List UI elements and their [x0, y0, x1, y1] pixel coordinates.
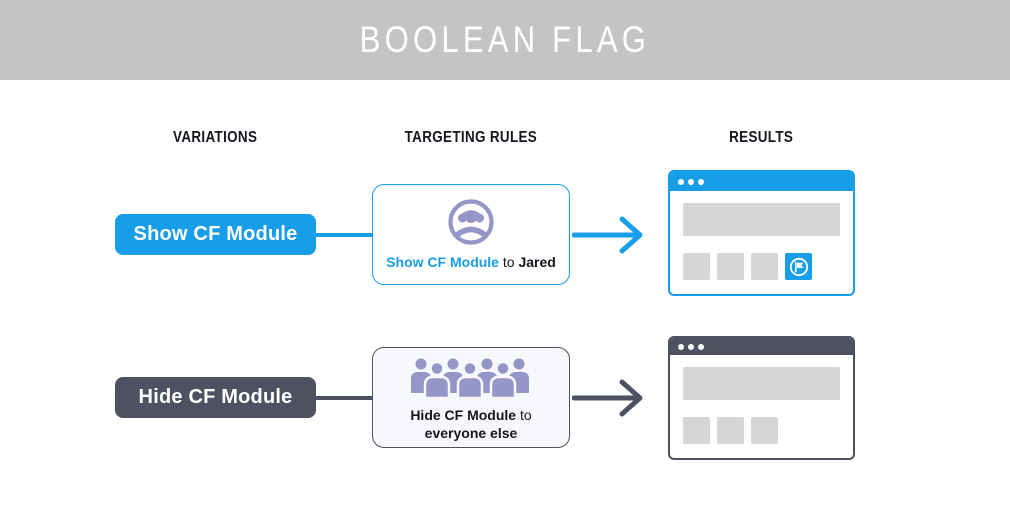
content-tile-placeholder — [683, 253, 710, 280]
targeting-rule-text-show: Show CF Module to Jared — [386, 253, 556, 271]
flag-circle-icon — [789, 257, 808, 276]
connector-line-hide — [316, 396, 372, 400]
content-tile-placeholder — [751, 417, 778, 444]
browser-content — [670, 191, 853, 280]
rule-flag-label: Show CF Module — [386, 253, 499, 270]
column-label-results: RESULTS — [668, 129, 855, 147]
rule-joiner: to — [516, 406, 532, 423]
window-dot-icon — [698, 343, 704, 350]
header-bar: BOOLEAN FLAG — [0, 0, 1010, 80]
browser-content — [670, 355, 853, 444]
browser-titlebar — [670, 172, 853, 191]
variation-pill-show-cf-module: Show CF Module — [115, 214, 316, 255]
user-circle-icon — [448, 199, 494, 245]
window-dot-icon — [688, 343, 694, 350]
content-tile-placeholder — [683, 417, 710, 444]
crowd-icon — [411, 358, 529, 399]
content-tile-placeholder — [717, 253, 744, 280]
content-banner-placeholder — [683, 203, 840, 236]
arrow-right-icon — [572, 216, 643, 254]
targeting-rule-card-hide: Hide CF Module to everyone else — [372, 347, 570, 448]
column-label-variations: VARIATIONS — [115, 129, 316, 147]
cf-module-tile — [785, 253, 812, 280]
browser-titlebar — [670, 338, 853, 355]
content-tile-placeholder — [751, 253, 778, 280]
rule-joiner: to — [498, 253, 519, 270]
content-tiles-row — [683, 417, 840, 444]
result-browser-hide — [668, 336, 855, 460]
content-tile-placeholder — [717, 417, 744, 444]
column-label-targeting-rules-text: TARGETING RULES — [404, 129, 538, 146]
window-dot-icon — [678, 343, 684, 350]
rule-flag-label: Hide CF Module — [410, 406, 517, 423]
window-dot-icon — [678, 178, 684, 185]
window-dot-icon — [688, 178, 694, 185]
column-label-targeting-rules: TARGETING RULES — [372, 129, 570, 147]
result-browser-show — [668, 170, 855, 296]
arrow-right-icon — [572, 379, 643, 417]
content-tiles-row — [683, 253, 840, 280]
window-dot-icon — [698, 178, 704, 185]
column-label-results-text: RESULTS — [729, 129, 794, 146]
page-title: BOOLEAN FLAG — [359, 19, 651, 60]
rule-audience: Jared — [518, 253, 556, 270]
connector-line-show — [316, 233, 372, 237]
variation-pill-hide-cf-module: Hide CF Module — [115, 377, 316, 418]
content-banner-placeholder — [683, 367, 840, 400]
targeting-rule-text-hide: Hide CF Module to everyone else — [410, 406, 531, 442]
rule-audience: everyone else — [424, 425, 518, 441]
column-label-variations-text: VARIATIONS — [173, 129, 258, 146]
targeting-rule-card-show: Show CF Module to Jared — [372, 184, 570, 285]
